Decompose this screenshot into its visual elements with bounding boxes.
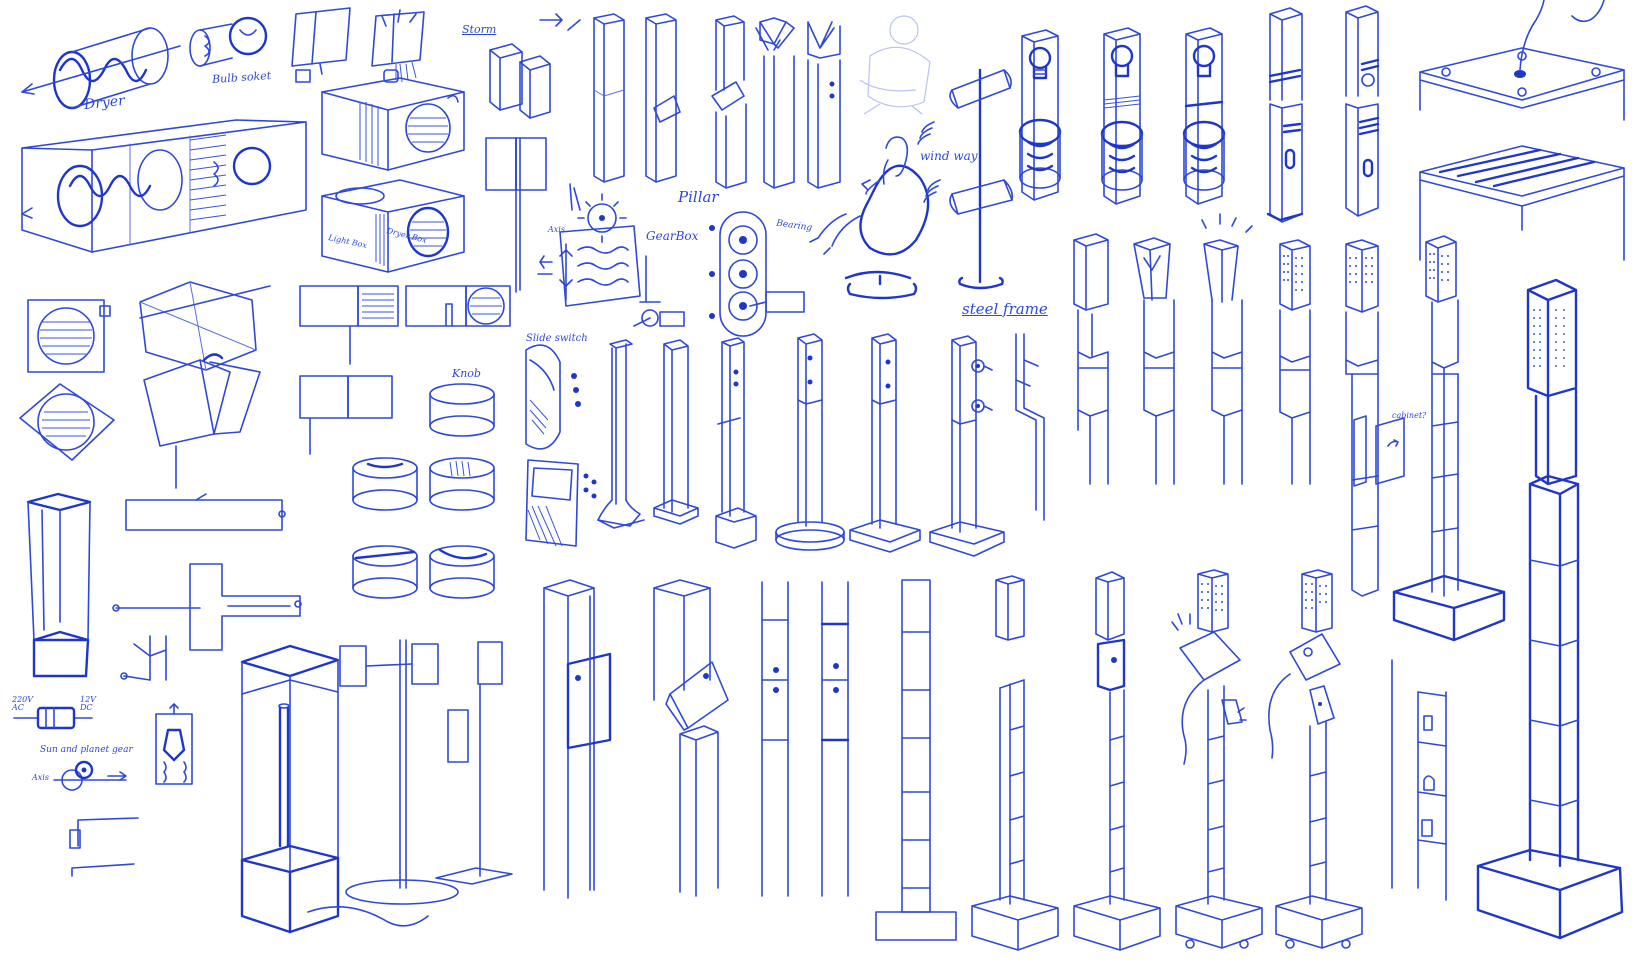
shelf-cabinet-sketch xyxy=(1391,659,1447,901)
zigzag-pillar-c-sketch xyxy=(1201,213,1253,485)
box-pillar-base-a-sketch xyxy=(971,575,1059,951)
note-cabinet: cabinet? xyxy=(1392,411,1427,420)
linkage-sketch xyxy=(69,817,139,877)
round-vent-square-sketch xyxy=(27,299,111,373)
gear-small-sketch xyxy=(569,183,627,243)
twin-blocks-sketch xyxy=(489,13,581,119)
knob-cylinders-sketch xyxy=(352,383,495,599)
glass-case-lamp-sketch xyxy=(240,644,429,934)
hex-prism-sketch xyxy=(139,281,271,371)
box-pillar-base-b-sketch xyxy=(1073,571,1161,951)
large-pillar-sketch xyxy=(1476,278,1624,940)
note-sun-planet-gear: Sun and planet gear xyxy=(40,745,133,755)
perforated-tilt-pillar-a-sketch xyxy=(1171,569,1263,949)
pillar-with-knob-sketch xyxy=(1345,5,1380,217)
axis-fan-sketch xyxy=(537,225,685,327)
t-junction-sketch xyxy=(112,563,302,651)
wind-panel-post-sketch xyxy=(485,137,547,293)
note-axis-1: Axis xyxy=(548,225,565,234)
note-steel-frame: steel frame xyxy=(962,300,1048,318)
vent-grille-sketch xyxy=(1419,145,1625,261)
dryer-tube-sketch xyxy=(21,27,181,110)
rotated-vent-sketch xyxy=(19,383,115,461)
bulb-socket-sketch xyxy=(189,16,268,67)
flat-panels-row-sketch xyxy=(299,285,511,365)
tall-box-pillar-b-sketch xyxy=(653,579,729,897)
rail-pillar-b-sketch xyxy=(820,581,850,897)
person-in-chair-sketch xyxy=(809,68,1014,300)
gearbox-sketch xyxy=(709,211,805,337)
dryer-box-sketch xyxy=(21,119,307,253)
note-wind-way: wind way xyxy=(920,149,978,163)
note-dryer: Dryer xyxy=(83,92,126,114)
zigzag-pillar-perforated-a-sketch xyxy=(1279,239,1311,485)
bulb-pillar-b-sketch xyxy=(1100,27,1144,205)
note-storm: Storm xyxy=(462,23,497,36)
sun-planet-gear-sketch xyxy=(53,760,127,791)
light-dryer-cube-top-sketch xyxy=(321,77,465,171)
wall-panels-sketch xyxy=(291,7,425,83)
sign-stand-sketch xyxy=(435,641,513,885)
note-ac: 220V AC xyxy=(12,695,34,712)
note-axis-2: Axis xyxy=(32,773,49,782)
perforated-pillar-tall-sketch xyxy=(1392,235,1506,642)
faint-person-sketch xyxy=(859,15,931,115)
note-gear-box: GearBox xyxy=(646,229,699,243)
note-knob: Knob xyxy=(452,367,481,380)
note-slide-switch: Slide switch xyxy=(526,333,588,344)
coat-stand-sketch xyxy=(339,639,459,905)
angled-lamp-sketch xyxy=(143,353,261,489)
circuit-line-sketch xyxy=(125,493,286,531)
bulb-pillar-c-sketch xyxy=(1182,27,1226,205)
transformer-sketch xyxy=(13,706,93,730)
pillar-with-slots-sketch xyxy=(1266,7,1304,223)
tall-glass-box-sketch xyxy=(26,492,92,678)
note-pillar: Pillar xyxy=(678,188,719,206)
pillar-mid-row-sketch xyxy=(597,333,1005,557)
square-table-sketch xyxy=(1419,0,1625,121)
rail-pillar-a-sketch xyxy=(761,581,789,897)
zigzag-pillar-a-sketch xyxy=(1073,233,1109,485)
steel-frame-sketch xyxy=(1015,333,1045,521)
wiring-sketch xyxy=(120,635,167,681)
zigzag-pillar-perforated-b-sketch xyxy=(1345,239,1405,597)
perforated-tilt-pillar-b-sketch xyxy=(1268,569,1363,949)
pillar-top-row-sketch xyxy=(593,13,841,189)
zigzag-pillar-b-sketch xyxy=(1133,237,1175,485)
slide-switch-sketch xyxy=(525,344,581,450)
tall-box-pillar-a-sketch xyxy=(543,579,612,899)
note-dc: 12V DC xyxy=(80,695,96,712)
light-dryer-cube-bottom-sketch xyxy=(321,179,465,273)
bulb-pillar-a-sketch xyxy=(1018,29,1062,201)
switch-diagram-sketch xyxy=(155,703,193,785)
slide-switch-frame-sketch xyxy=(525,459,597,547)
flat-panel-single-sketch xyxy=(299,375,393,455)
segmented-pillar-sketch xyxy=(875,579,957,941)
